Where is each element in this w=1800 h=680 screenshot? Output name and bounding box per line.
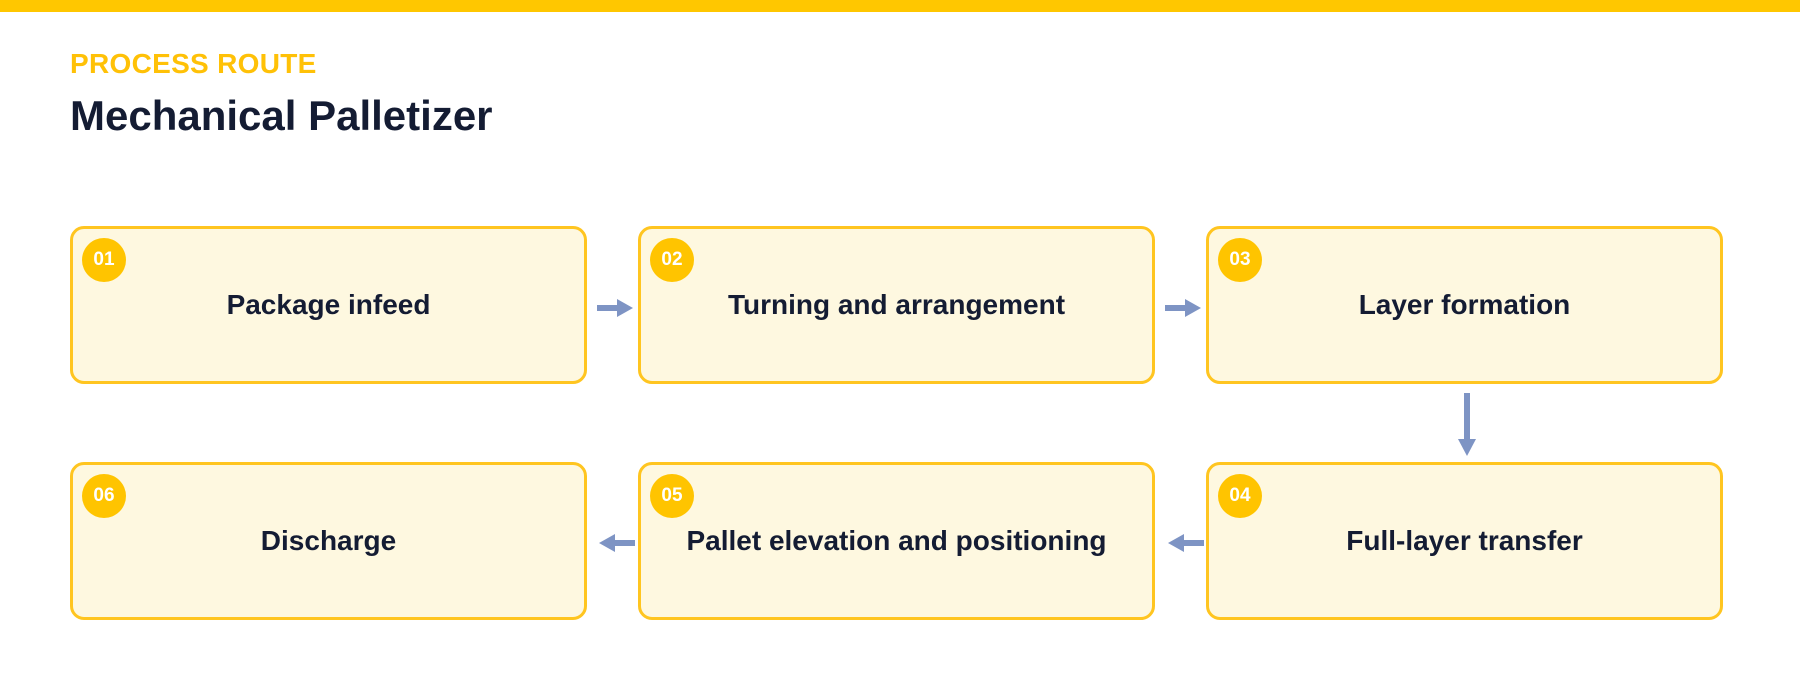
step-number-badge: 06 [82,474,126,518]
step-box-02: 02 Turning and arrangement [638,226,1155,384]
step-box-04: 04 Full-layer transfer [1206,462,1723,620]
step-label: Package infeed [226,289,431,320]
arrow-left-icon [1168,534,1204,552]
step-label: Layer formation [1358,289,1571,320]
arrow-right-icon [1165,299,1201,317]
step-box-03: 03 Layer formation [1206,226,1723,384]
step-number-badge: 05 [650,474,694,518]
step-number-badge: 04 [1218,474,1262,518]
section-eyebrow: PROCESS ROUTE [70,48,317,79]
step-box-06: 06 Discharge [70,462,587,620]
step-number-badge: 03 [1218,238,1262,282]
step-label: Discharge [260,525,397,556]
step-box-01: 01 Package infeed [70,226,587,384]
step-label: Pallet elevation and positioning [686,525,1107,556]
step-number-badge: 02 [650,238,694,282]
arrow-left-icon [599,534,635,552]
page-title: Mechanical Palletizer [70,92,493,139]
step-label: Turning and arrangement [727,289,1066,320]
top-accent-bar [0,0,1800,12]
step-label: Full-layer transfer [1346,525,1583,556]
arrow-down-icon [1458,393,1476,456]
step-box-05: 05 Pallet elevation and positioning [638,462,1155,620]
step-number-badge: 01 [82,238,126,282]
arrow-right-icon [597,299,633,317]
